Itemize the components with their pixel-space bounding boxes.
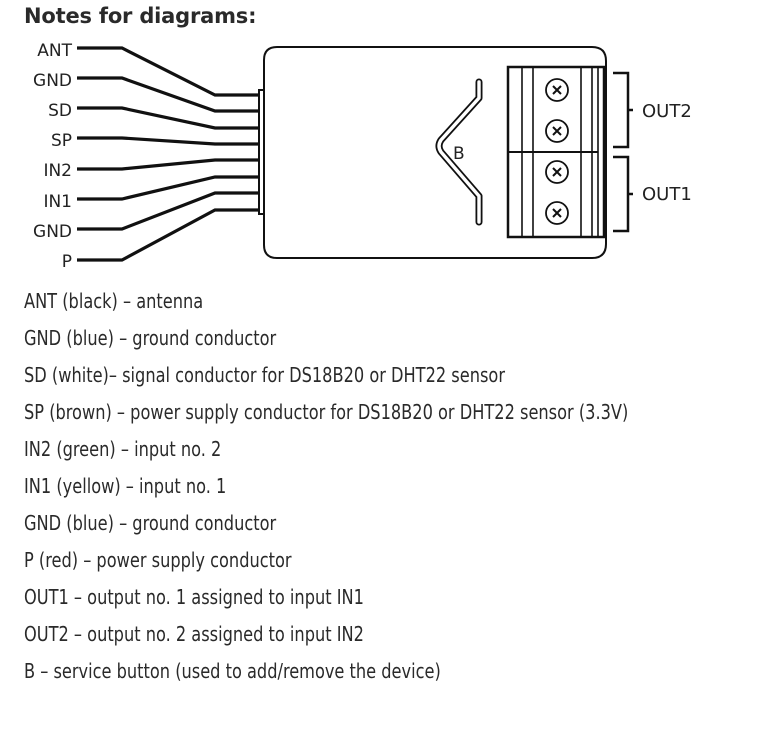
service-button-label: B bbox=[453, 144, 465, 164]
wire-label-sp: SP bbox=[51, 131, 72, 151]
wire-p bbox=[77, 208, 260, 262]
note-out1: OUT1 – output no. 1 assigned to input IN… bbox=[24, 585, 364, 609]
wiring-diagram: ANT GND SD SP IN2 IN1 GND P B bbox=[33, 41, 692, 272]
wire-connector-strip bbox=[258, 89, 265, 215]
note-gnd: GND (blue) – ground conductor bbox=[24, 326, 277, 350]
out1-bracket bbox=[613, 155, 633, 233]
out2-label: OUT2 bbox=[642, 101, 692, 122]
wire-label-in2: IN2 bbox=[43, 161, 72, 181]
note-b: B – service button (used to add/remove t… bbox=[24, 659, 441, 683]
wire-in1 bbox=[77, 175, 260, 201]
notes-list: ANT (black) – antenna GND (blue) – groun… bbox=[24, 288, 754, 695]
screw-x-icon bbox=[545, 160, 569, 184]
note-out2: OUT2 – output no. 2 assigned to input IN… bbox=[24, 622, 364, 646]
note-p: P (red) – power supply conductor bbox=[24, 548, 292, 572]
out2-bracket bbox=[613, 71, 633, 149]
screw-x-icon bbox=[545, 119, 569, 143]
screw-x-icon bbox=[545, 78, 569, 102]
page-title: Notes for diagrams: bbox=[24, 4, 257, 28]
wire-label-in1: IN1 bbox=[43, 192, 72, 212]
wire-label-p: P bbox=[62, 252, 72, 272]
output-brackets bbox=[613, 71, 633, 233]
wire-label-gnd-1: GND bbox=[33, 71, 72, 91]
note-sp: SP (brown) – power supply conductor for … bbox=[24, 400, 629, 424]
note-in2: IN2 (green) – input no. 2 bbox=[24, 437, 222, 461]
service-button[interactable]: B bbox=[435, 78, 483, 226]
wire-label-ant: ANT bbox=[37, 41, 72, 61]
note-in1: IN1 (yellow) – input no. 1 bbox=[24, 474, 227, 498]
wire-ant bbox=[77, 46, 260, 97]
wire-sp bbox=[77, 136, 260, 146]
wire-gnd-1 bbox=[77, 76, 260, 113]
out1-label: OUT1 bbox=[642, 184, 692, 205]
terminal-screws bbox=[545, 78, 569, 225]
wire-sd bbox=[77, 106, 260, 130]
wire-labels: ANT GND SD SP IN2 IN1 GND P bbox=[33, 41, 73, 272]
wires bbox=[77, 46, 260, 262]
note-gnd-2: GND (blue) – ground conductor bbox=[24, 511, 277, 535]
screw-x-icon bbox=[545, 201, 569, 225]
wire-label-sd: SD bbox=[48, 101, 72, 121]
wire-gnd-2 bbox=[77, 191, 260, 231]
wire-in2 bbox=[77, 158, 260, 171]
note-ant: ANT (black) – antenna bbox=[24, 289, 204, 313]
note-sd: SD (white)– signal conductor for DS18B20… bbox=[24, 363, 505, 387]
wire-label-gnd-2: GND bbox=[33, 222, 72, 242]
